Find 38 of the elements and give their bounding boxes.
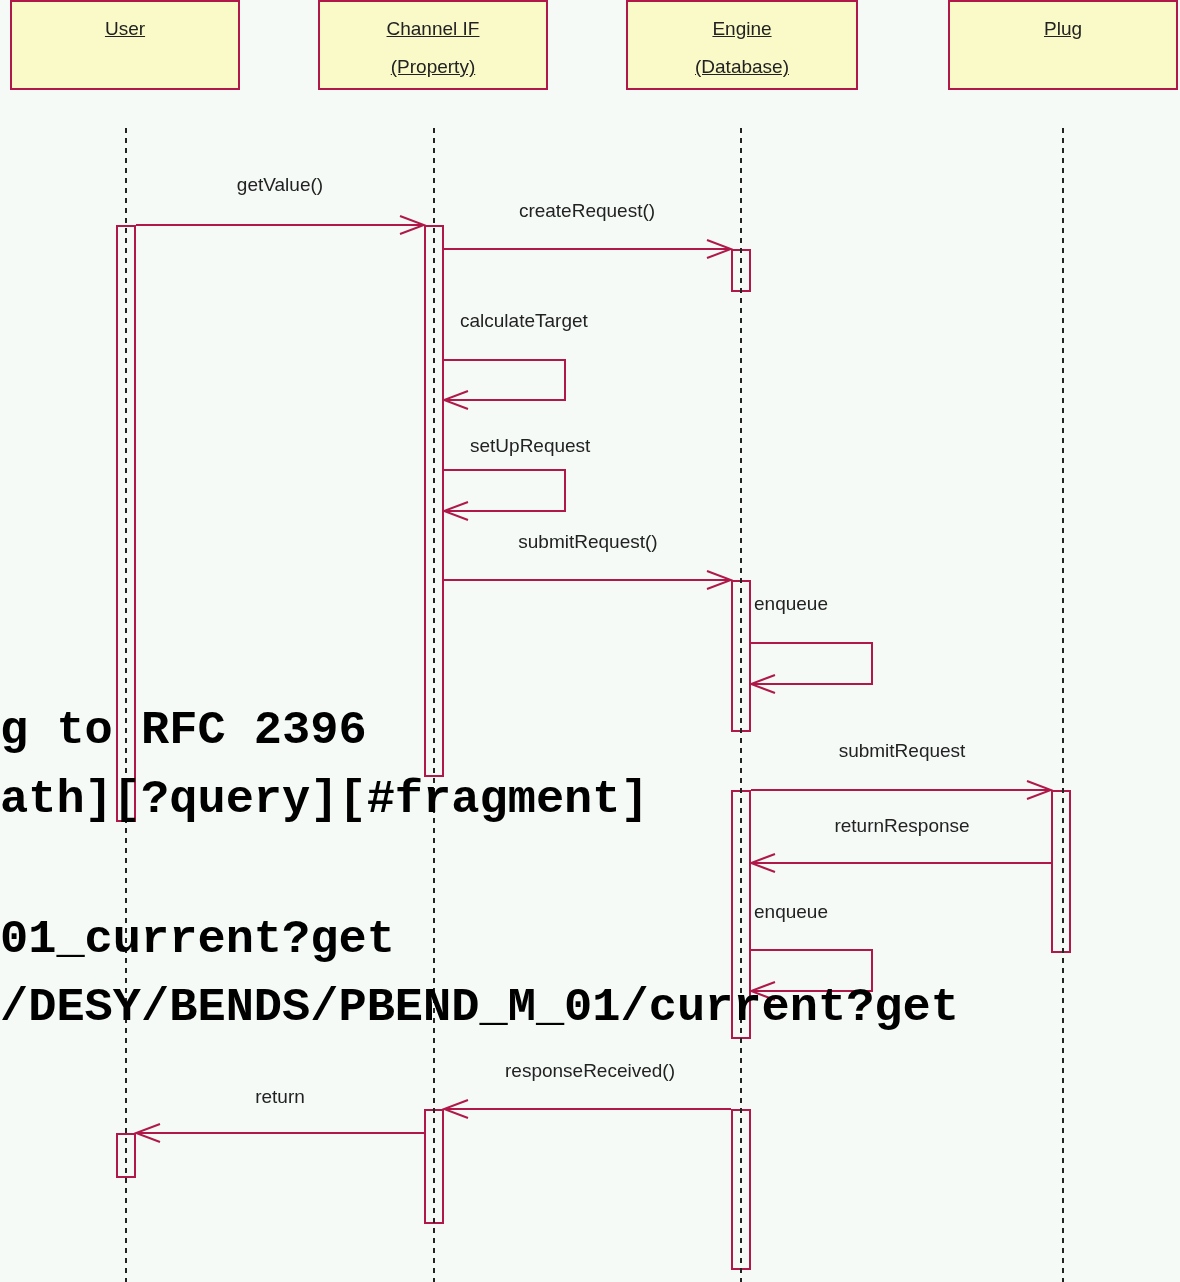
message-arrow [750,642,873,694]
message-arrow [135,1123,425,1143]
message-arrow [443,570,732,590]
edge-label: createRequest() [518,200,656,222]
edge-label: submitRequest [838,740,966,762]
activation-bar [116,1133,136,1178]
edge-label: enqueue [754,901,828,923]
activation-bar [731,249,751,292]
message-arrow [443,1099,732,1119]
activation-bar [731,1109,751,1270]
participant-name: Engine (Database) [694,17,790,79]
edge-label: enqueue [754,593,828,615]
activation-bar [1051,790,1071,953]
edge-label: setUpRequest [470,435,591,457]
edge-label: getValue() [236,174,324,196]
participant-box [948,0,1178,90]
edge-label: submitRequest() [518,531,658,553]
activation-bar [424,1109,444,1224]
edge-label: returnResponse [834,815,970,837]
edge-label: calculateTarget [460,310,588,332]
message-arrow [443,469,566,521]
participant-name: User [104,17,146,41]
edge-label: responseReceived() [505,1060,675,1082]
participant-box [318,0,548,90]
message-arrow [443,239,732,259]
message-arrow [443,359,566,410]
activation-bar [424,225,444,777]
participant-name: Plug [1044,17,1082,41]
participant-box [626,0,858,90]
message-arrow [750,853,1052,873]
participant-box [10,0,240,90]
activation-bar [731,580,751,732]
message-arrow [750,780,1052,800]
edge-label: return [255,1086,305,1108]
message-arrow [135,215,425,235]
overlay-text: g to RFC 2396 [0,707,367,754]
participant-name: Channel IF (Property) [385,17,481,79]
overlay-text: 01_current?get [0,916,395,963]
